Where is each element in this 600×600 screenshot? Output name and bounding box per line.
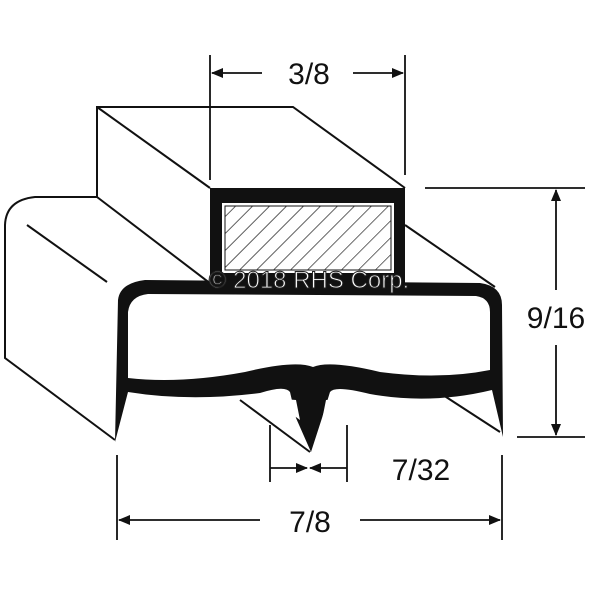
magnet-housing (96, 106, 496, 288)
dim-dart-width: 7/32 (392, 454, 450, 487)
dimension-lines (116, 55, 585, 540)
copyright-watermark: © 2018 RHS Corp. (209, 267, 409, 294)
dim-height: 9/16 (527, 302, 585, 335)
dim-overall-width: 7/8 (289, 506, 331, 539)
gasket-outline (115, 280, 503, 452)
dim-top-width: 3/8 (288, 58, 330, 91)
magnet (210, 188, 405, 290)
